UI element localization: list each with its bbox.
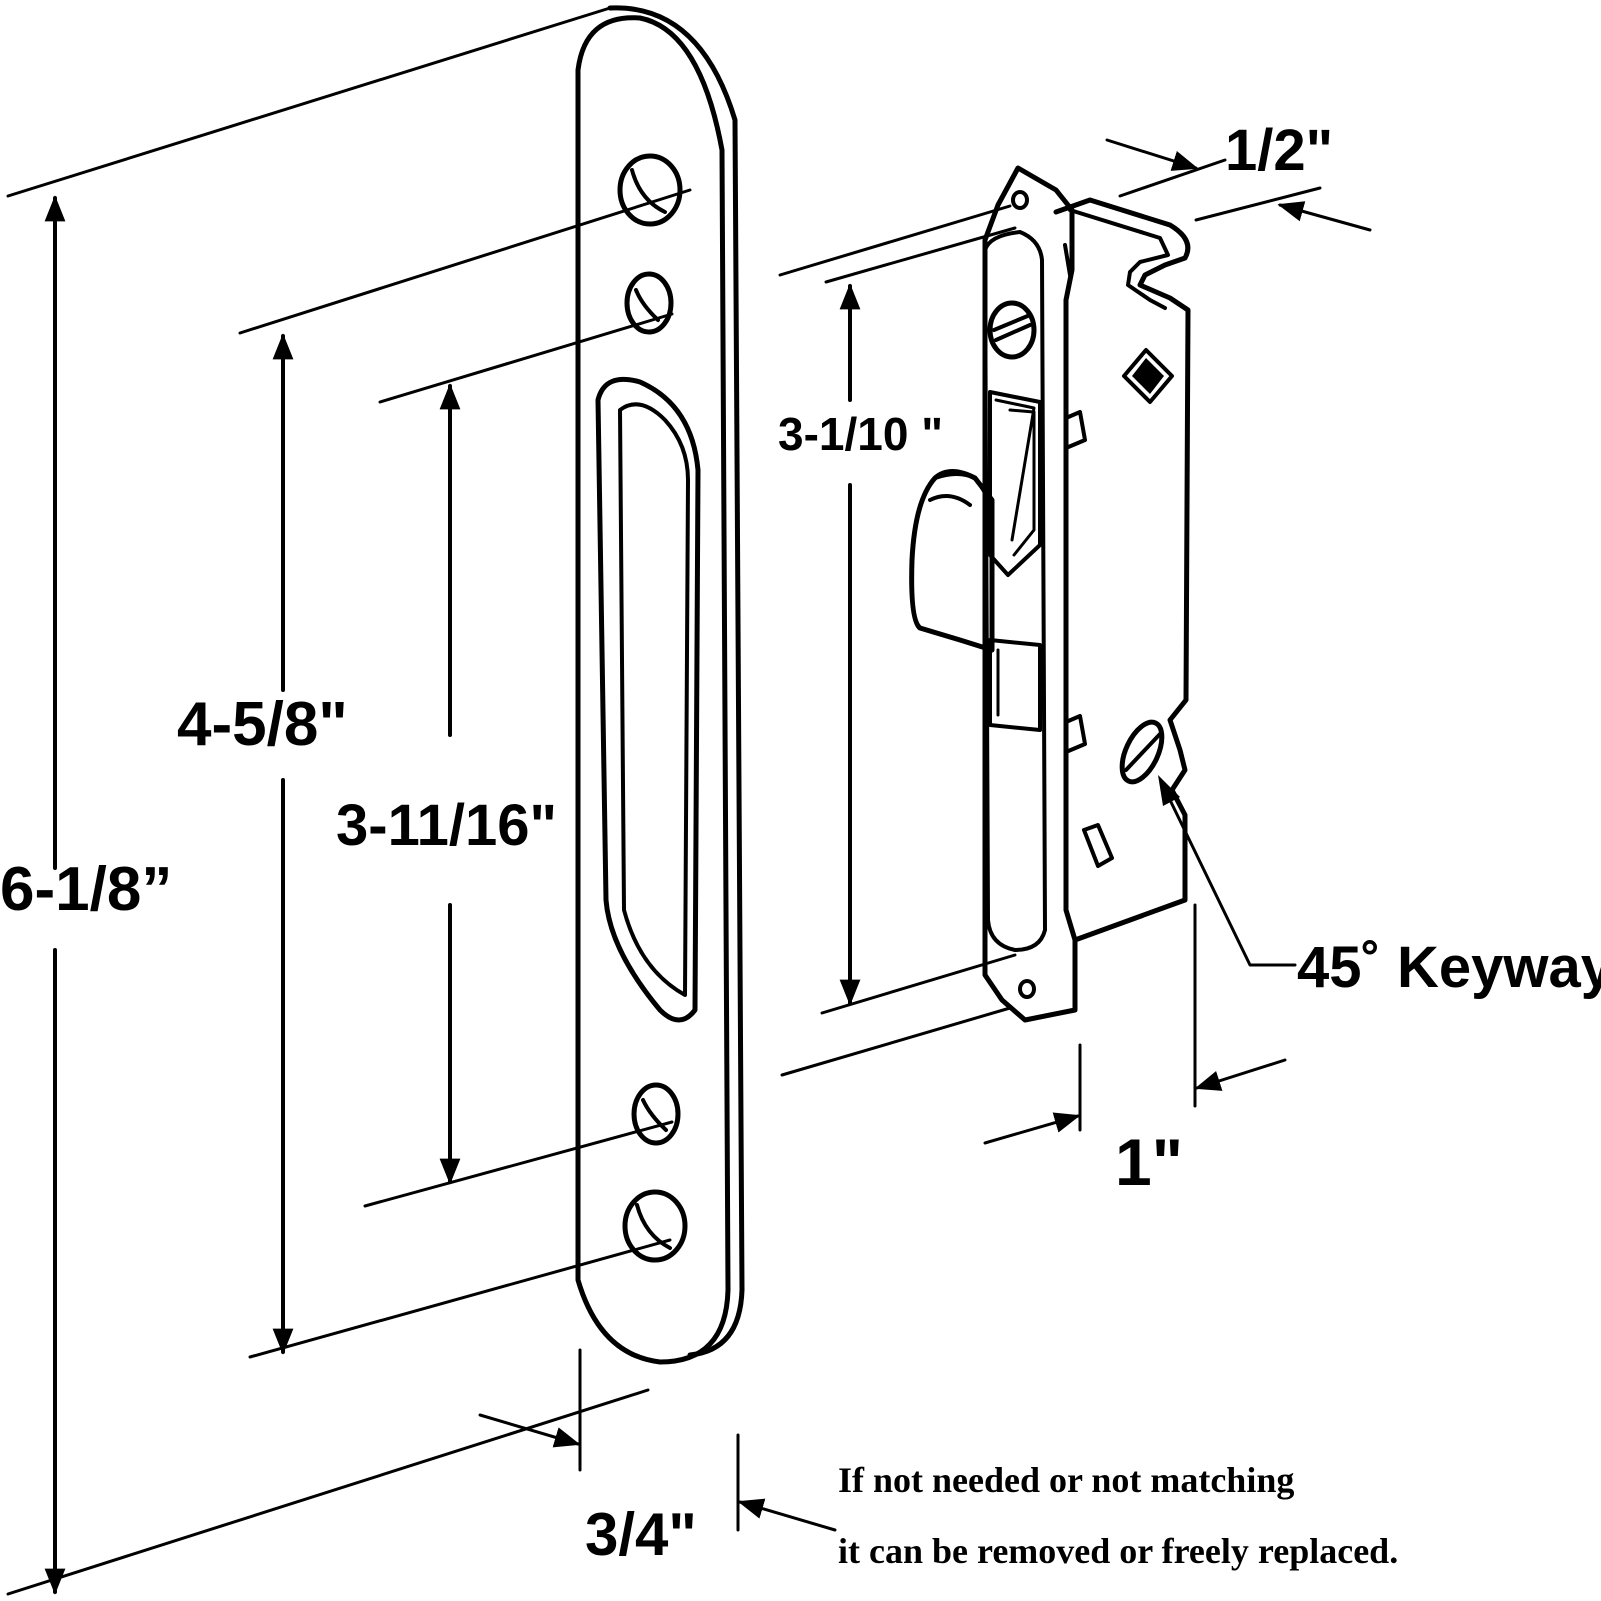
screw-hole-bottom [622,1189,688,1263]
mortise-lock [909,165,1191,1023]
mortise-screw [987,300,1037,360]
latch-slot [595,376,701,1023]
keyway-label: 45˚ Keyway [1297,935,1601,1000]
inner-hole-spacing-label: 3-11/16" [336,793,557,858]
note-line-2: it can be removed or freely replaced. [838,1531,1398,1571]
outer-hole-spacing-label: 4-5/8" [177,690,348,759]
mortise-height-label: 3-1/10 " [778,408,943,460]
screw-hole-top [617,153,683,227]
dimension-lines [6,6,1372,1596]
mortise-depth-label: 1" [1115,1125,1183,1199]
faceplate-width-label: 3/4" [585,1501,697,1568]
note-line-1: If not needed or not matching [838,1460,1294,1500]
screw-hole-lower [631,1082,681,1146]
hook-latch [909,469,995,653]
screw-hole-upper [624,271,674,335]
mortise-thickness-label: 1/2" [1225,118,1333,183]
faceplate [575,5,745,1365]
overall-height-label: 6-1/8” [0,855,172,924]
keyway-slot [1119,719,1165,785]
